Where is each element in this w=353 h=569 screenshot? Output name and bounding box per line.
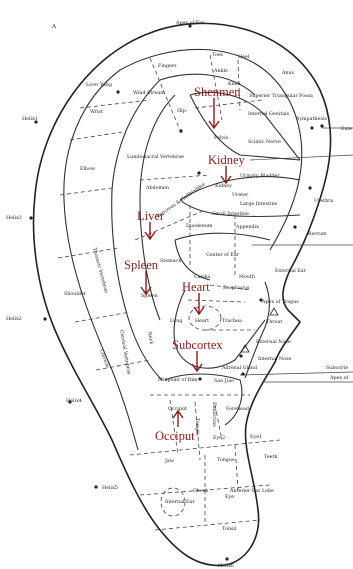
label-large-intestine: Large Intestine (240, 201, 278, 207)
label-tonsil: Tonsil (222, 526, 237, 532)
label-apex-of: Apex of (329, 375, 349, 381)
label-clavicle: Clavicle (98, 349, 110, 369)
label-rectum: Rectum (308, 231, 327, 237)
corner-mark: A (51, 24, 57, 30)
label-anterior-ear-lobe: Anterior Ear Lobe (229, 488, 274, 494)
label-apex-of-ear: Apex of Ear (175, 20, 205, 26)
arrow-occiput (173, 411, 183, 427)
label-abdomen: Abdomen (145, 185, 169, 191)
label-trachea: Trachea (222, 318, 242, 324)
label-ext: Exte (341, 126, 352, 132)
label-throat: Throat (266, 319, 282, 325)
label-sympathesis: Sympathesis (296, 116, 327, 122)
label-adrenal-gland: Adrenal Gland (221, 365, 257, 371)
antihelix (112, 74, 255, 380)
label-san-jiao: San Jiao (214, 378, 234, 384)
label-esophagus: Esophagus (223, 285, 250, 291)
label-eye2: Eye2 (213, 435, 225, 441)
highlight-spleen: Spleen (124, 258, 159, 272)
label-kidney-small: Kidney (215, 183, 232, 189)
highlight-shenmen: Shenmen (194, 85, 241, 99)
label-elbow: Elbow (80, 166, 96, 172)
label-helix2: Helix2 (6, 316, 22, 322)
label-teeth: Teeth (264, 454, 278, 460)
label-toes: Toes (212, 52, 224, 58)
arrow-liver (145, 222, 155, 239)
label-cheek: Cheek (193, 488, 208, 494)
label-liver-yang: Liver Yang (86, 82, 112, 88)
label-eye: Eye (225, 494, 234, 500)
label-internal-genitals: Internal Genitals (248, 111, 290, 117)
triangle-marker-tragus (270, 308, 278, 315)
arrow-heart (194, 293, 204, 314)
label-wrist: Wrist (90, 109, 103, 115)
label-anus: Anus (281, 70, 295, 76)
label-shoulder: Shoulder (64, 291, 87, 297)
label-endocrine: Endocrine (211, 402, 217, 427)
highlight-kidney: Kidney (208, 153, 246, 167)
label-neck: Neck (146, 331, 154, 345)
label-sciatic-nerve: Sciatic Nerve (248, 139, 281, 145)
label-appendix: Appendix (235, 224, 259, 230)
highlight-heart: Heart (182, 280, 210, 294)
arrow-shenmen (209, 98, 219, 128)
label-ureter: Ureter (232, 192, 249, 198)
label-ankle: Ankle (213, 68, 228, 74)
label-wind-stream: Wind Stream (133, 90, 165, 96)
label-midpoint-of-rim: Midpoint of Rim (158, 377, 198, 383)
label-spleen-small: Spleen (141, 293, 158, 299)
label-lumbosacral-vertebrae: Lumbosacral Vertebrae (127, 154, 184, 160)
label-superior-triangular-fossa: Superior Triangular Fossa (249, 93, 313, 99)
label-eye1: Eye1 (250, 434, 262, 440)
highlight-occiput: Occiput (155, 429, 195, 443)
label-cervical-vertebrae: Cervical Vertebrae (118, 329, 132, 375)
label-tongue: Tongue (217, 457, 235, 463)
label-subcortex-small: Subcorte (326, 365, 348, 371)
label-internal-ear: Internal Ear (165, 499, 195, 505)
label-temple: Temple (194, 418, 200, 436)
label-helix5: Helix5 (102, 485, 118, 491)
label-pelvis: Pelvis (214, 135, 229, 141)
label-helix3: Helix3 (6, 215, 22, 221)
region-labels: A Apex of Ear Fingers Toes Heel Ankle Kn… (6, 20, 352, 569)
label-external-ear: External Ear (275, 268, 307, 274)
highlight-liver: Liver (137, 209, 165, 223)
label-internal-nose: Internal Nose (258, 356, 292, 362)
label-center-of-ear: Center of Ear (206, 252, 240, 258)
label-heel: Heel (238, 54, 250, 60)
label-heart-small: Heart (195, 318, 209, 324)
label-thoracic-vertebrae: Thoracic Vertebrae (91, 247, 109, 294)
cavum-concha (174, 290, 265, 368)
label-small-intestine: Small Intestine (212, 211, 249, 217)
label-helix1: Helix1 (22, 116, 38, 122)
label-helix4: Helix4 (66, 398, 82, 404)
label-lung: Lung (170, 318, 182, 324)
leader-subcortex (240, 372, 353, 375)
label-apex-of-tragus: Apex of Tragus (261, 299, 299, 305)
label-hip: Hip (177, 108, 186, 114)
label-urinary-bladder: Urinary Bladder (240, 173, 280, 179)
label-external-nose: External Nose (256, 339, 291, 345)
label-urethra: Urethra (314, 198, 333, 204)
label-jaw: Jaw (164, 458, 175, 464)
label-helix6: Helix6 (218, 563, 234, 569)
highlight-subcortex: Subcortex (172, 338, 223, 352)
label-forehead: Forehead (226, 406, 249, 412)
label-stomach: Stomach (160, 258, 181, 264)
label-duodenum: Duodenum (186, 223, 213, 229)
arrow-spleen (141, 271, 151, 294)
label-mouth: Mouth (239, 274, 255, 280)
label-fingers: Fingers (158, 63, 177, 69)
triangular-fossa (190, 92, 300, 160)
